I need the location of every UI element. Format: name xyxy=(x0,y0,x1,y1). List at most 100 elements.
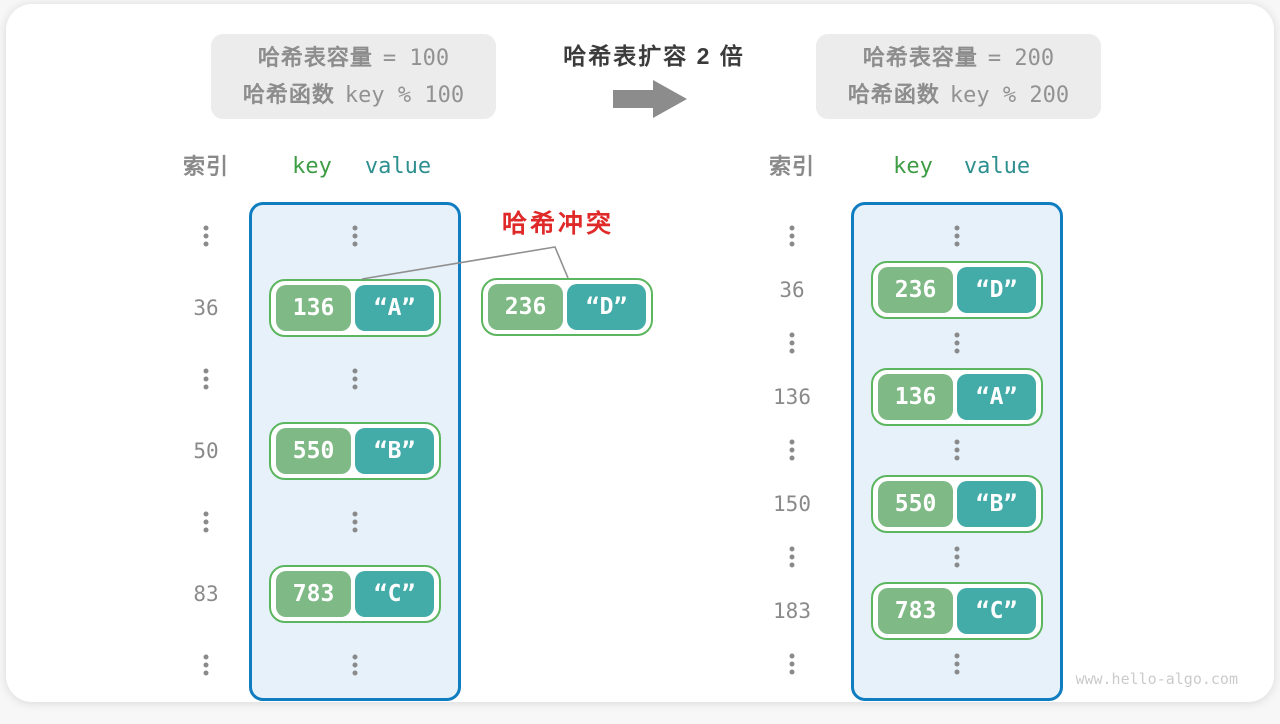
right-index-header: 索引 xyxy=(768,154,816,179)
right-bucket-ellipsis xyxy=(954,546,960,568)
dot xyxy=(789,661,795,667)
right-arrow-shape xyxy=(613,80,687,118)
dot xyxy=(352,241,358,247)
right-key-header: key xyxy=(893,154,933,179)
pair-value: “C” xyxy=(957,587,1036,634)
dot xyxy=(789,554,795,560)
dot xyxy=(352,368,358,374)
dot xyxy=(352,384,358,390)
right-index-label: 183 xyxy=(773,598,811,623)
right-bucket-ellipsis xyxy=(954,439,960,461)
dot xyxy=(954,332,960,338)
dot xyxy=(954,661,960,667)
dot xyxy=(954,225,960,231)
dot xyxy=(789,447,795,453)
pair-key: 136 xyxy=(276,284,352,331)
left-value-header: value xyxy=(364,154,432,179)
dot xyxy=(954,653,960,659)
dot xyxy=(789,241,795,247)
hash-function-label: 哈希函数 xyxy=(242,81,335,107)
dot xyxy=(203,368,209,374)
dot xyxy=(203,225,209,231)
right-index-label: 36 xyxy=(779,277,805,302)
pair-value: “B” xyxy=(355,427,434,474)
right-pair: 236“D” xyxy=(871,260,1043,319)
capacity-box-after: 哈希表容量 = 200 哈希函数 key % 200 xyxy=(816,34,1101,119)
right-value-header: value xyxy=(963,154,1031,179)
dot xyxy=(789,233,795,239)
collision-pair: 236 “D” xyxy=(481,278,653,336)
right-pair: 136“A” xyxy=(871,367,1043,426)
capacity-box-before: 哈希表容量 = 100 哈希函数 key % 100 xyxy=(211,34,496,119)
left-pair: 783“C” xyxy=(269,564,441,623)
left-bucket-ellipsis xyxy=(352,225,358,247)
dot xyxy=(203,233,209,239)
dot xyxy=(789,653,795,659)
watermark: www.hello-algo.com xyxy=(1075,670,1238,688)
hash-function-line: 哈希函数 key % 100 xyxy=(243,78,464,113)
right-index-ellipsis xyxy=(789,225,795,247)
right-index-ellipsis xyxy=(789,332,795,354)
capacity-label: 哈希表容量 xyxy=(257,44,373,70)
dot xyxy=(352,225,358,231)
dot xyxy=(954,233,960,239)
dot xyxy=(352,662,358,668)
dot xyxy=(203,511,209,517)
left-pair: 550“B” xyxy=(269,421,441,480)
dot xyxy=(789,348,795,354)
dot xyxy=(954,348,960,354)
pair-value: “C” xyxy=(355,570,434,617)
pair-key: 783 xyxy=(276,570,352,617)
right-bucket-ellipsis xyxy=(954,653,960,675)
left-index-header: 索引 xyxy=(182,154,230,179)
left-index-ellipsis xyxy=(203,511,209,533)
dot xyxy=(352,511,358,517)
left-key-header: key xyxy=(292,154,332,179)
pair-key: 783 xyxy=(878,587,954,634)
left-index-ellipsis xyxy=(203,654,209,676)
capacity-line: 哈希表容量 = 100 xyxy=(258,41,449,76)
left-pair: 136“A” xyxy=(269,278,441,337)
dot xyxy=(954,340,960,346)
pair-key: 550 xyxy=(276,427,352,474)
dot xyxy=(789,546,795,552)
dot xyxy=(789,340,795,346)
pair-value: “A” xyxy=(355,284,434,331)
left-index-label: 36 xyxy=(193,295,219,320)
capacity-label: 哈希表容量 xyxy=(862,44,978,70)
right-index-label: 150 xyxy=(773,491,811,516)
left-index-label: 83 xyxy=(193,581,219,606)
capacity-line: 哈希表容量 = 200 xyxy=(863,41,1054,76)
dot xyxy=(954,455,960,461)
dot xyxy=(789,332,795,338)
dot xyxy=(789,455,795,461)
hash-function-value: key % 200 xyxy=(949,82,1070,108)
left-bucket-ellipsis xyxy=(352,654,358,676)
left-index-label: 50 xyxy=(193,438,219,463)
right-index-ellipsis xyxy=(789,546,795,568)
pair-key: 236 xyxy=(488,284,564,330)
right-pair: 783“C” xyxy=(871,581,1043,640)
pair-value: “A” xyxy=(957,373,1036,420)
dot xyxy=(954,241,960,247)
dot xyxy=(954,554,960,560)
right-arrow-icon xyxy=(613,80,687,118)
dot xyxy=(954,447,960,453)
dot xyxy=(954,546,960,552)
dot xyxy=(203,376,209,382)
dot xyxy=(352,654,358,660)
right-bucket-ellipsis xyxy=(954,225,960,247)
dot xyxy=(954,669,960,675)
right-index-ellipsis xyxy=(789,439,795,461)
dot xyxy=(352,376,358,382)
left-index-ellipsis xyxy=(203,368,209,390)
hash-function-label: 哈希函数 xyxy=(847,81,940,107)
dot xyxy=(352,233,358,239)
pair-value: “B” xyxy=(957,480,1036,527)
pair-key: 136 xyxy=(878,373,954,420)
dot xyxy=(789,225,795,231)
right-index-label: 136 xyxy=(773,384,811,409)
left-bucket-ellipsis xyxy=(352,511,358,533)
dot xyxy=(203,384,209,390)
dot xyxy=(203,654,209,660)
